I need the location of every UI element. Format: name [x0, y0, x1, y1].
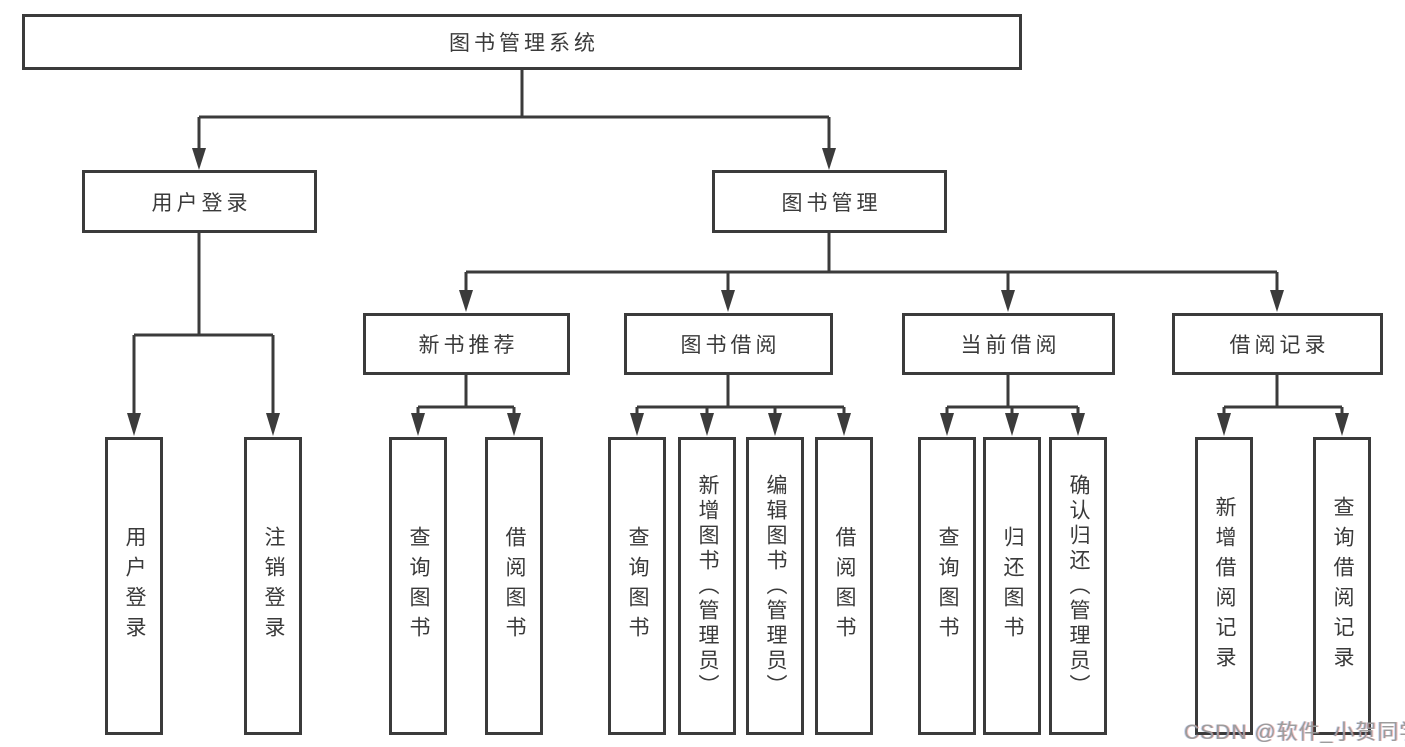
leaf-borrow-books-recommend: 借阅图书	[485, 437, 543, 735]
node-book-management: 图书管理	[712, 170, 947, 233]
leaf-borrow-books: 借阅图书	[815, 437, 873, 735]
leaf-query-books-recommend: 查询图书	[389, 437, 447, 735]
node-current-borrow: 当前借阅	[902, 313, 1115, 375]
leaf-add-books-admin: 新增图书（管理员）	[678, 437, 736, 735]
leaf-user-login: 用户登录	[105, 437, 163, 735]
node-borrow-records: 借阅记录	[1172, 313, 1383, 375]
leaf-add-borrow-record: 新增借阅记录	[1195, 437, 1253, 735]
arrowhead-icons	[127, 148, 1349, 436]
leaf-edit-books-admin: 编辑图书（管理员）	[746, 437, 804, 735]
node-user-login: 用户登录	[82, 170, 317, 233]
leaf-return-books: 归还图书	[983, 437, 1041, 735]
node-new-book-recommend: 新书推荐	[363, 313, 570, 375]
node-book-borrow: 图书借阅	[624, 313, 833, 375]
leaf-logout: 注销登录	[244, 437, 302, 735]
leaf-query-books-current: 查询图书	[918, 437, 976, 735]
node-root-system: 图书管理系统	[22, 14, 1022, 70]
leaf-query-borrow-record: 查询借阅记录	[1313, 437, 1371, 735]
csdn-watermark: CSDN @软件_小贺同学	[1184, 721, 1405, 744]
leaf-confirm-return-admin: 确认归还（管理员）	[1049, 437, 1107, 735]
leaf-query-books-borrow: 查询图书	[608, 437, 666, 735]
